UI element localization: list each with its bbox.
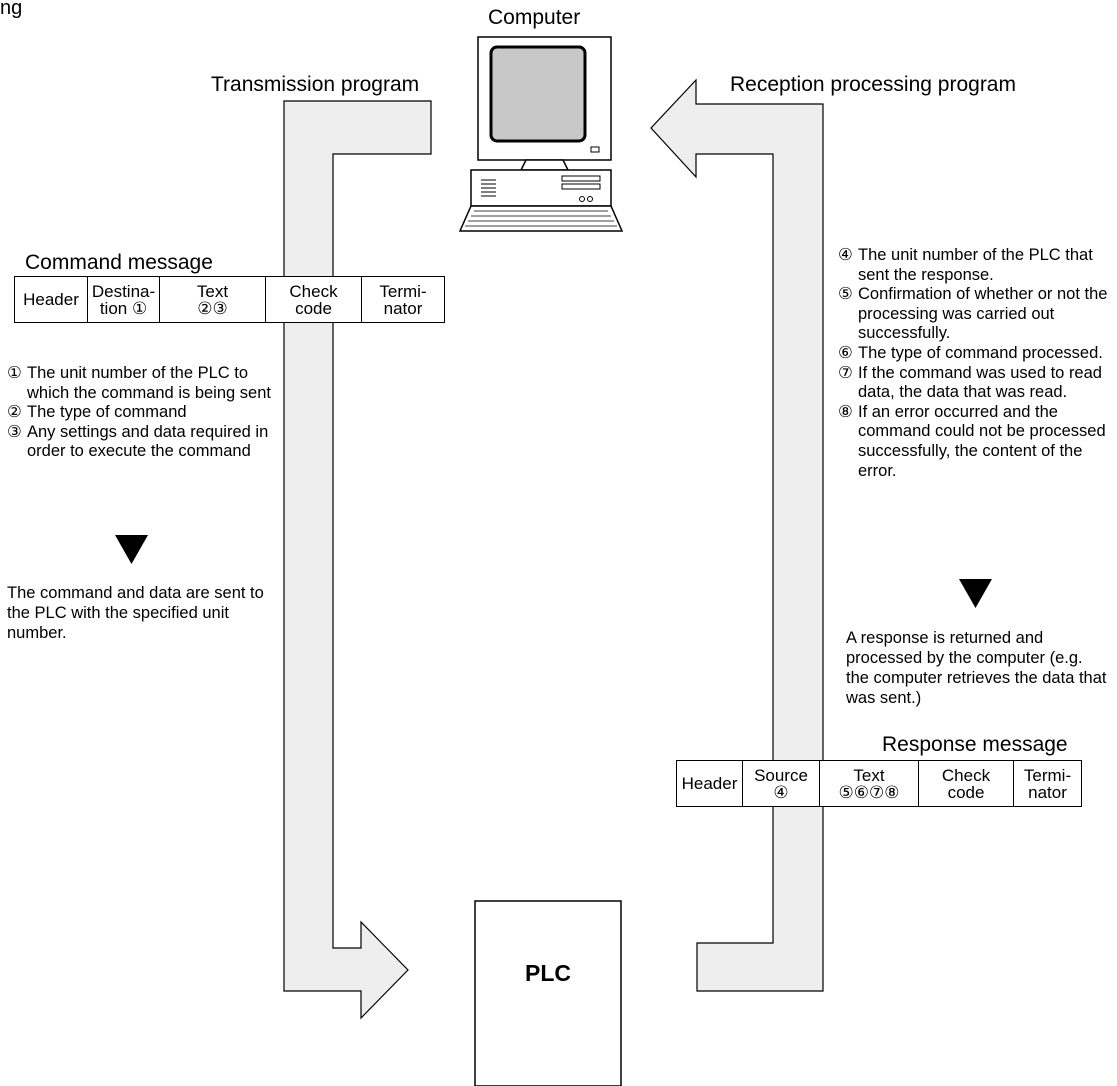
- down-triangle-icon: [959, 579, 992, 608]
- response-message-title: Response message: [882, 733, 1068, 756]
- computer-icon: [458, 36, 624, 232]
- plc-label: PLC: [525, 960, 571, 986]
- command-field-header: Header: [14, 276, 88, 323]
- response-result-text: A response is returned and processed by …: [846, 629, 1107, 707]
- transmission-program-label: Transmission program: [211, 73, 420, 96]
- transmission-arrow: [283, 100, 432, 1020]
- command-field-destination: Destina-tion ①: [87, 276, 160, 323]
- reception-arrow: [650, 78, 824, 992]
- command-result-text: The command and data are sent to the PLC…: [7, 584, 264, 642]
- command-message-title: Command message: [25, 251, 213, 274]
- response-field-header: Header: [676, 760, 743, 807]
- down-triangle-icon: [115, 535, 148, 564]
- plc-box: [474, 900, 622, 1086]
- computer-label: Computer: [488, 6, 581, 29]
- response-field-terminator: Termi-nator: [1013, 760, 1082, 807]
- command-field-terminator: Termi-nator: [361, 276, 445, 323]
- reception-program-label: Reception processing program: [730, 73, 1016, 96]
- top-cut-label: ng: [0, 0, 23, 19]
